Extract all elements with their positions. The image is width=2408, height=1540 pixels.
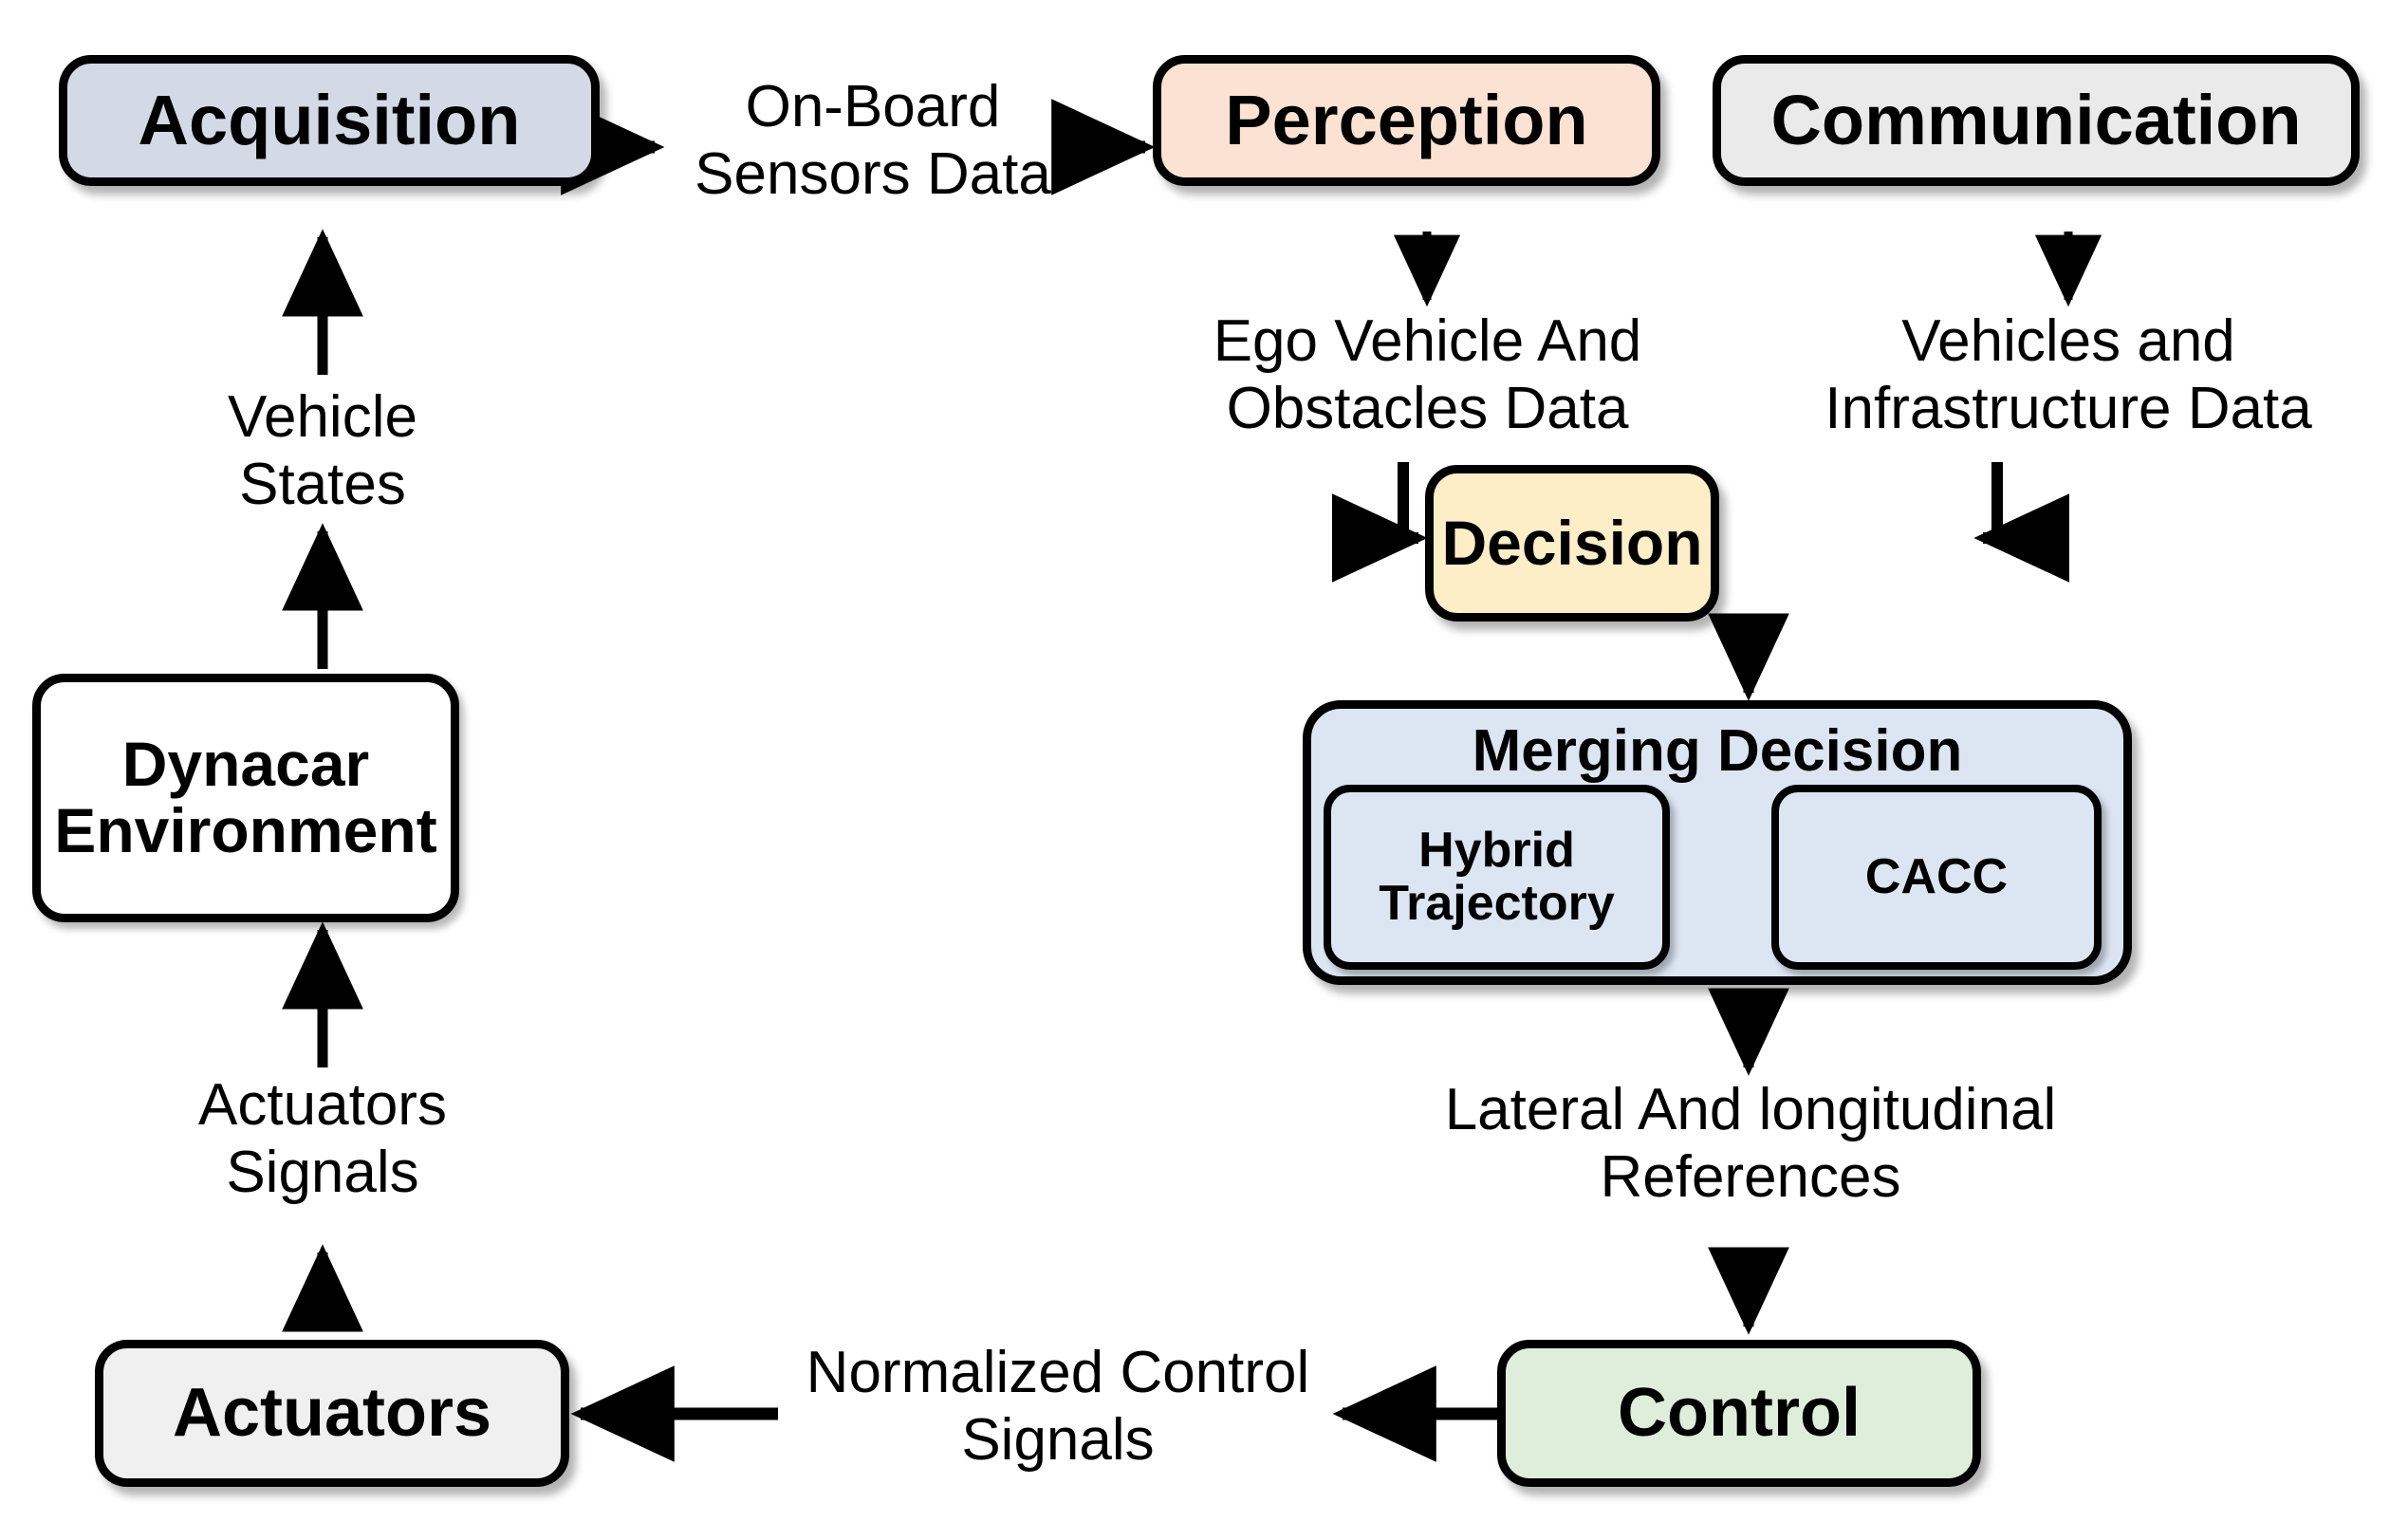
node-cacc-label: CACC bbox=[1864, 848, 2009, 904]
node-communication[interactable]: Communication bbox=[1713, 55, 2360, 186]
edge-label-lateral-longitudinal-references: Lateral And longitudinal References bbox=[1444, 1077, 2057, 1210]
node-actuators-label: Actuators bbox=[172, 1375, 492, 1452]
node-dynacar-environment-label: Dynacar Environment bbox=[54, 729, 437, 865]
node-decision-label: Decision bbox=[1441, 507, 1703, 578]
edge-label-vehicles-infrastructure-data: Vehicles and Infrastructure Data bbox=[1825, 308, 2312, 441]
edge-label-ego-vehicle-obstacles-data: Ego Vehicle And Obstacles Data bbox=[1213, 308, 1642, 441]
node-hybrid-trajectory[interactable]: Hybrid Trajectory bbox=[1324, 785, 1670, 970]
node-control[interactable]: Control bbox=[1497, 1340, 1981, 1487]
node-perception[interactable]: Perception bbox=[1153, 55, 1660, 186]
connector-egodata-to-decision bbox=[1398, 462, 1411, 544]
edge-label-on-board-sensors-data: On-Board Sensors Data bbox=[695, 74, 1051, 207]
node-control-label: Control bbox=[1618, 1375, 1861, 1452]
connector-infradata-to-decision bbox=[1990, 462, 2003, 544]
node-communication-label: Communication bbox=[1770, 80, 2302, 159]
node-perception-label: Perception bbox=[1225, 80, 1588, 159]
node-merging-decision-label: Merging Decision bbox=[1472, 718, 1963, 784]
edge-label-actuators-signals: Actuators Signals bbox=[198, 1072, 447, 1205]
edge-label-normalized-control-signals: Normalized Control Signals bbox=[806, 1340, 1310, 1473]
node-decision[interactable]: Decision bbox=[1425, 465, 1719, 622]
node-hybrid-trajectory-label: Hybrid Trajectory bbox=[1379, 823, 1615, 931]
node-dynacar-environment[interactable]: Dynacar Environment bbox=[32, 674, 459, 922]
node-cacc[interactable]: CACC bbox=[1771, 785, 2102, 970]
node-acquisition[interactable]: Acquisition bbox=[59, 55, 600, 186]
node-actuators[interactable]: Actuators bbox=[95, 1340, 569, 1487]
edge-label-vehicle-states: Vehicle States bbox=[228, 384, 417, 517]
node-acquisition-label: Acquisition bbox=[138, 80, 521, 159]
